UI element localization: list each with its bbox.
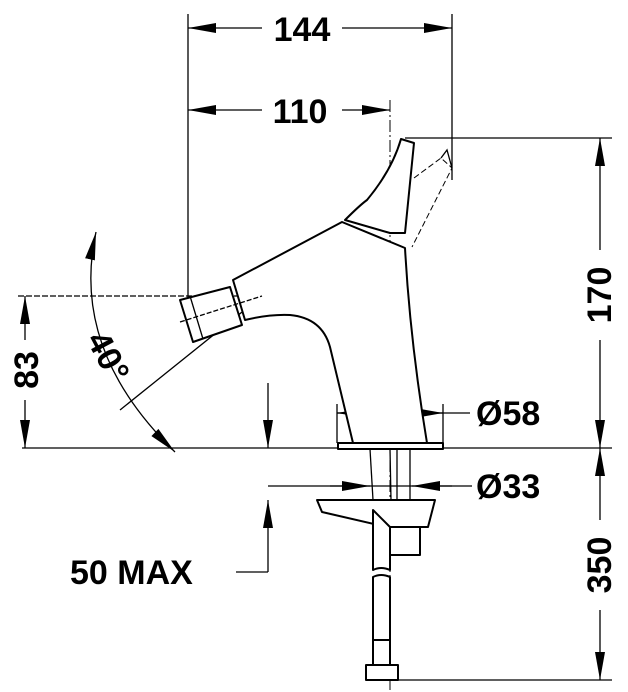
aerator	[179, 286, 263, 343]
dimension-label-170: 170	[581, 267, 619, 324]
dimension-110: 110	[188, 93, 390, 131]
dimension-label-144: 144	[274, 11, 331, 49]
mounting-hardware	[316, 448, 436, 681]
hose-nut	[365, 664, 399, 681]
hose-lower	[372, 574, 391, 641]
dimension-40-degree: 40°	[79, 231, 176, 453]
lever-handle	[344, 138, 453, 248]
dimension-170: 170	[581, 138, 619, 448]
dimension-144: 144	[188, 11, 452, 49]
dimension-33: Ø33	[268, 468, 540, 506]
fixing-nut	[386, 526, 421, 556]
faucet-body	[232, 221, 428, 444]
dimension-label-110: 110	[273, 93, 328, 131]
dimension-label-50max: 50 MAX	[70, 554, 193, 592]
dimension-83: 83	[8, 296, 46, 448]
base-plate	[337, 442, 444, 450]
hose-upper	[372, 509, 391, 571]
dimension-350: 350	[581, 448, 619, 680]
lever-open-position	[411, 157, 453, 248]
dimension-50-max: 50 MAX	[70, 383, 273, 592]
hose-fitting	[372, 639, 391, 666]
dimension-label-33: Ø33	[476, 468, 540, 506]
dimension-label-40deg: 40°	[79, 325, 137, 388]
dimension-label-58: Ø58	[476, 395, 540, 433]
dimension-label-83: 83	[8, 351, 46, 389]
dimension-label-350: 350	[581, 537, 619, 594]
